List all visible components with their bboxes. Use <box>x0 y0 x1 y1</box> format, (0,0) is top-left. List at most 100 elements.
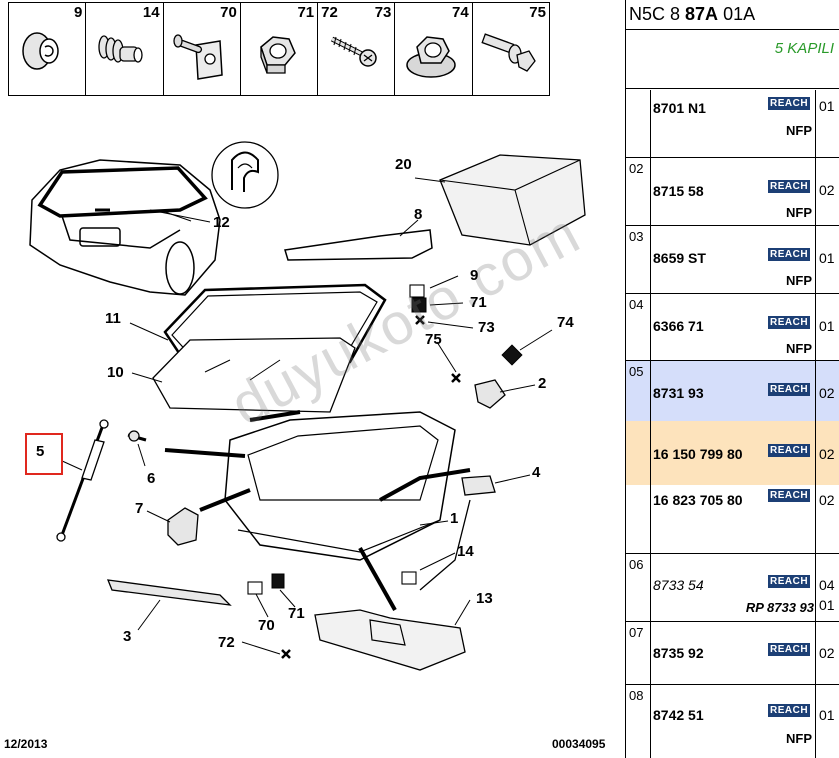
flange-nut-icon <box>406 36 457 78</box>
parts-row[interactable]: 03 8659 ST REACH 01 NFP <box>626 226 839 294</box>
callout-70[interactable]: 70 <box>258 617 275 634</box>
callout-6[interactable]: 6 <box>147 470 156 487</box>
fastener-header-strip: 9 14 70 <box>8 2 550 96</box>
part-ref[interactable]: 8733 54 <box>653 577 704 593</box>
title-suffix: 01A <box>718 4 756 24</box>
header-number: 75 <box>529 4 546 21</box>
reach-badge: REACH <box>768 704 811 717</box>
callout-9[interactable]: 9 <box>470 267 479 284</box>
callout-2[interactable]: 2 <box>538 375 547 392</box>
reach-badge: REACH <box>768 180 811 193</box>
ribbed-clip-icon <box>98 35 143 63</box>
callout-7[interactable]: 7 <box>135 500 144 517</box>
selected-callout-5[interactable]: 5 <box>25 433 63 475</box>
part-ref[interactable]: 8659 ST <box>653 250 706 266</box>
part-ref[interactable]: 8742 51 <box>653 707 704 723</box>
quantity: 01 <box>819 250 835 266</box>
callout-14[interactable]: 14 <box>457 543 474 560</box>
quantity: 02 <box>819 385 835 401</box>
row-sub-label: NFP <box>786 341 812 356</box>
callout-11[interactable]: 11 <box>105 310 121 327</box>
reach-badge: REACH <box>768 575 811 588</box>
header-cell-71[interactable]: 71 <box>241 3 319 95</box>
panel-note-row: 5 KAPILI <box>626 30 839 89</box>
parts-row[interactable]: 07 8735 92 REACH 02 <box>626 622 839 685</box>
seal-profile-inset <box>211 141 279 209</box>
callout-71-bottom[interactable]: 71 <box>288 605 305 622</box>
callout-10[interactable]: 10 <box>107 364 124 381</box>
parts-row[interactable]: 8701 N1 REACH 01 NFP <box>626 90 839 158</box>
row-seq: 06 <box>629 557 644 572</box>
quantity: 02 <box>819 446 835 462</box>
callout-13[interactable]: 13 <box>476 590 493 607</box>
row-sub-label: NFP <box>786 205 812 220</box>
header-number: 71 <box>297 4 315 21</box>
callout-71-top[interactable]: 71 <box>470 294 487 311</box>
part-ref[interactable]: 8715 58 <box>653 183 704 199</box>
parts-diagram: 9 14 70 <box>4 2 605 751</box>
reach-badge: REACH <box>768 248 811 261</box>
callout-5: 5 <box>36 443 45 460</box>
row-seq: 07 <box>629 625 644 640</box>
header-cell-14[interactable]: 14 <box>86 3 164 95</box>
title-bold: 87A <box>685 4 719 24</box>
part-ref[interactable]: 16 823 705 80 <box>653 492 743 508</box>
header-cell-70[interactable]: 70 <box>164 3 241 95</box>
hinge <box>474 379 506 409</box>
quantity: 01 <box>819 318 835 334</box>
header-cell-72-73[interactable]: 72 73 <box>318 3 396 95</box>
callout-74[interactable]: 74 <box>557 314 574 331</box>
header-number: 74 <box>452 4 469 21</box>
callout-75[interactable]: 75 <box>425 331 442 348</box>
callout-3[interactable]: 3 <box>123 628 132 645</box>
quantity: 02 <box>819 492 835 508</box>
lock-mounting-plate <box>314 609 466 671</box>
reach-badge: REACH <box>768 97 811 110</box>
part-ref[interactable]: 6366 71 <box>653 318 704 334</box>
car-rear-thumbnail <box>29 159 221 296</box>
row-seq: 05 <box>629 364 644 379</box>
lower-trim-strip <box>106 579 232 606</box>
callout-12[interactable]: 12 <box>213 214 230 231</box>
parts-row[interactable]: 06 8733 54 REACH 04 RP 8733 93 01 <box>626 554 839 622</box>
reach-badge: REACH <box>768 489 811 502</box>
reach-badge: REACH <box>768 444 811 457</box>
parts-row-group-05: 05 8731 93 REACH 02 16 150 799 80 REACH … <box>626 361 839 554</box>
callout-8[interactable]: 8 <box>414 206 423 223</box>
parts-list-panel: N5C 8 87A 01A 5 KAPILI 8701 N1 REACH 01 … <box>625 0 839 758</box>
bolt-washer-icon <box>481 33 536 72</box>
callout-4[interactable]: 4 <box>532 464 541 481</box>
exploded-view-drawing <box>29 141 586 671</box>
header-cell-9[interactable]: 9 <box>9 3 87 95</box>
diagram-date: 12/2013 <box>4 737 48 751</box>
header-number: 72 <box>321 4 338 21</box>
row-sub-label: NFP <box>786 731 812 746</box>
part-ref[interactable]: 8735 92 <box>653 645 704 661</box>
header-cell-74[interactable]: 74 <box>395 3 473 95</box>
rear-glass <box>152 337 356 413</box>
row-seq: 02 <box>629 161 644 176</box>
header-number: 70 <box>220 4 237 21</box>
callout-73[interactable]: 73 <box>478 319 495 336</box>
variant-note: 5 KAPILI <box>774 40 834 57</box>
callout-20[interactable]: 20 <box>395 156 412 173</box>
header-number: 14 <box>142 4 160 21</box>
header-cell-75[interactable]: 75 <box>473 3 549 95</box>
callout-72[interactable]: 72 <box>218 634 235 651</box>
row-sub-label: NFP <box>786 123 812 138</box>
parts-row[interactable]: 04 6366 71 REACH 01 NFP <box>626 294 839 361</box>
quantity: 01 <box>819 707 835 723</box>
plug-icon <box>22 32 59 70</box>
part-ref[interactable]: 8731 93 <box>653 385 704 401</box>
part-ref[interactable]: 16 150 799 80 <box>653 446 743 462</box>
parts-row[interactable]: 08 8742 51 REACH 01 NFP <box>626 685 839 758</box>
replacement-ref[interactable]: RP 8733 93 <box>745 600 814 615</box>
spoiler <box>284 229 433 261</box>
header-number: 73 <box>374 4 392 21</box>
quantity: 01 <box>819 597 835 613</box>
quantity: 02 <box>819 645 835 661</box>
quantity: 02 <box>819 182 835 198</box>
parts-row[interactable]: 02 8715 58 REACH 02 NFP <box>626 158 839 226</box>
part-ref[interactable]: 8701 N1 <box>653 100 706 116</box>
callout-1[interactable]: 1 <box>450 510 459 527</box>
